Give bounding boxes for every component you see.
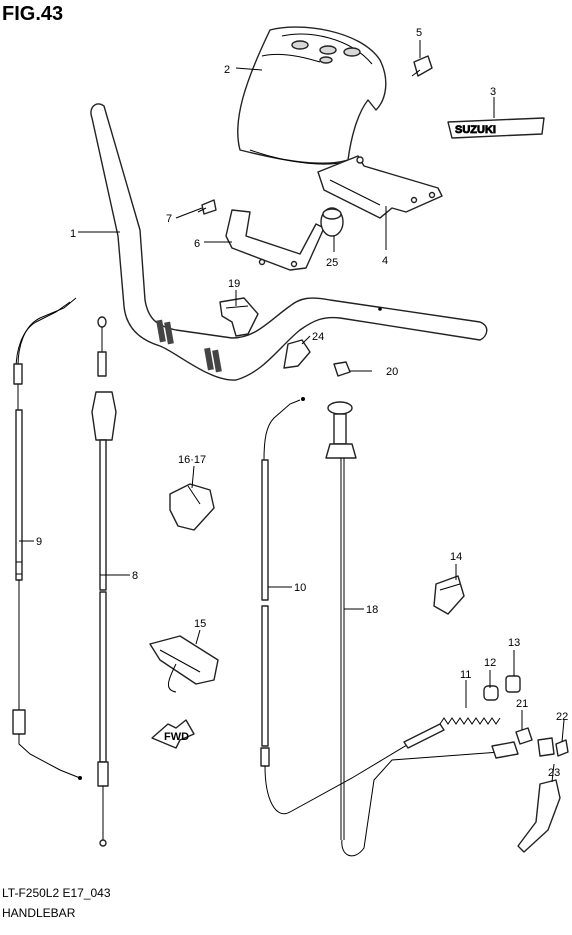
choke-cable-10 (260, 397, 445, 815)
bolt-21 (515, 727, 533, 745)
callout-18: 18 (366, 604, 378, 616)
collar-12 (483, 685, 499, 701)
callout-13: 13 (508, 637, 520, 649)
callout-15: 15 (194, 618, 206, 630)
handlebar-cover (237, 26, 387, 165)
callout-7: 7 (166, 213, 172, 225)
clamp-14 (433, 575, 465, 615)
lever-23 (517, 779, 561, 853)
callout-23: 23 (548, 767, 560, 779)
leader-lines (19, 40, 565, 783)
brake-cable-9 (12, 297, 82, 780)
suzuki-emblem: SUZUKI (447, 117, 545, 139)
callout-16-17: 16·17 (178, 454, 206, 466)
callout-labels: 1 2 3 4 5 6 7 8 9 10 11 12 13 14 15 16·1… (36, 27, 568, 779)
model-code: LT-F250L2 E17_043 (2, 886, 111, 900)
callout-11: 11 (460, 669, 471, 681)
figure-name: HANDLEBAR (2, 906, 76, 920)
callout-1: 1 (70, 228, 76, 240)
callout-25: 25 (326, 257, 338, 269)
callout-5: 5 (416, 27, 422, 39)
callout-19: 19 (228, 278, 240, 290)
figure-title: FIG.43 (2, 3, 64, 25)
bolt-5 (411, 55, 433, 77)
spring-11 (439, 717, 501, 725)
cable-guide-15 (149, 635, 219, 693)
callout-8: 8 (132, 570, 138, 582)
callout-12: 12 (484, 657, 496, 669)
clamp-16-17 (169, 483, 215, 531)
callout-20: 20 (386, 366, 398, 378)
clamp-24 (283, 339, 311, 369)
callout-14: 14 (450, 551, 462, 563)
callout-9: 9 (36, 536, 42, 548)
callout-4: 4 (382, 255, 388, 267)
callout-22: 22 (556, 711, 568, 723)
forward-arrow-label: FWD (164, 731, 189, 743)
callout-6: 6 (194, 238, 200, 250)
choke-knob-18 (325, 401, 519, 857)
callout-2: 2 (224, 64, 230, 76)
handlebar (90, 103, 488, 381)
screw-7 (197, 199, 217, 215)
bolt-20 (333, 361, 351, 377)
cover-bracket (317, 155, 443, 219)
forward-arrow: FWD (151, 719, 195, 749)
grommet-25 (320, 207, 344, 237)
callout-10: 10 (294, 582, 306, 594)
clamp-19 (219, 297, 259, 337)
callout-24: 24 (312, 331, 324, 343)
callout-3: 3 (490, 86, 496, 98)
emblem-text: SUZUKI (455, 124, 496, 136)
throttle-cable-8 (91, 316, 117, 847)
adjuster-13 (505, 675, 521, 693)
lower-bracket (225, 209, 325, 271)
joint-22 (537, 737, 569, 757)
callout-21: 21 (516, 698, 528, 710)
